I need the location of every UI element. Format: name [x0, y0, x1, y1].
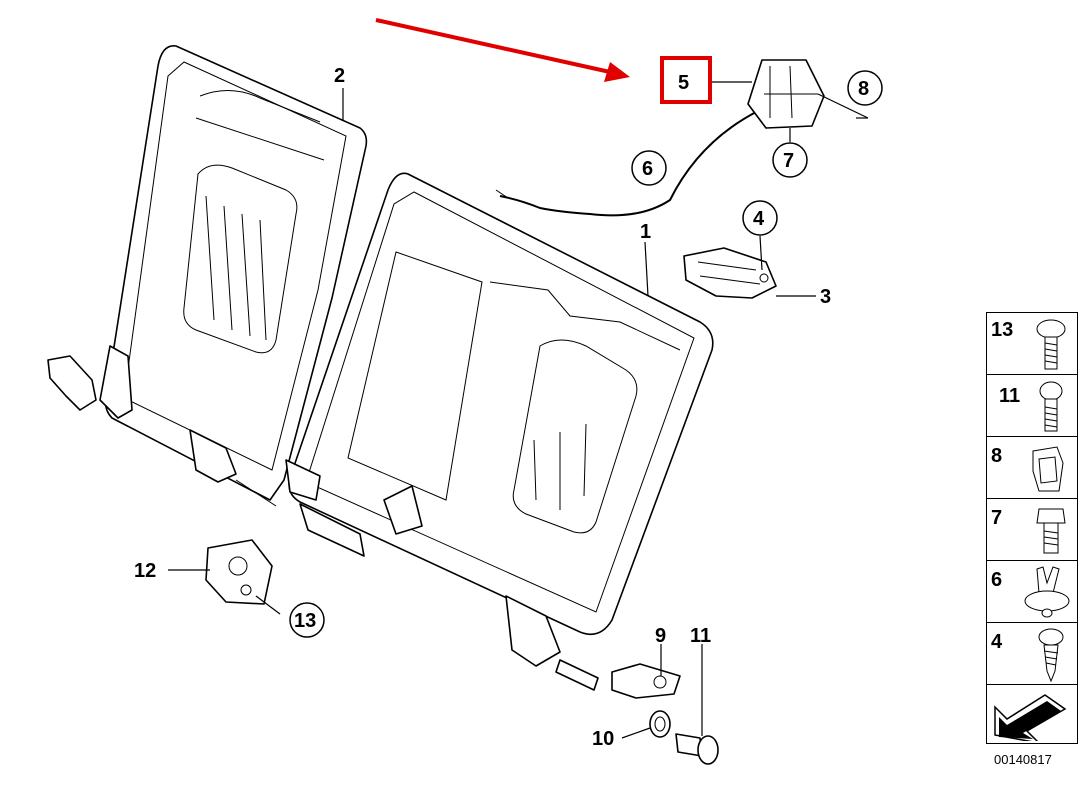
callout-9: 9	[655, 625, 666, 647]
direction-arrow-icon	[994, 694, 1067, 741]
bracket-9	[611, 663, 681, 699]
fastener-legend: 13 11 8 7 6	[986, 312, 1078, 744]
callout-3: 3	[820, 286, 831, 308]
legend-item-13: 13	[986, 312, 1078, 376]
direction-arrow-box	[986, 684, 1078, 744]
lock-housing	[747, 59, 825, 129]
seat-back-frame-left	[47, 45, 368, 507]
bolt-icon	[1039, 381, 1063, 432]
callout-4: 4	[753, 208, 765, 230]
callout-5: 5	[678, 72, 689, 94]
screw-icon	[1036, 319, 1066, 370]
push-clip-icon	[1024, 566, 1070, 618]
callout-12: 12	[134, 560, 156, 582]
catalog-number: 00140817	[994, 752, 1052, 767]
legend-item-11: 11	[986, 374, 1078, 438]
leader-lines	[168, 81, 869, 739]
callout-8: 8	[858, 78, 869, 100]
hex-bolt-icon	[1036, 508, 1066, 554]
washer-10	[649, 710, 671, 738]
seat-back-frame-main	[285, 172, 714, 691]
highlight-box	[660, 56, 712, 104]
callout-11: 11	[690, 625, 711, 647]
callout-7: 7	[783, 150, 794, 172]
legend-label: 6	[991, 569, 1003, 591]
legend-item-6: 6	[986, 560, 1078, 624]
bolt-11	[675, 733, 719, 765]
callout-1: 1	[640, 221, 651, 243]
legend-label: 4	[991, 631, 1003, 653]
legend-label: 8	[991, 445, 1003, 467]
callout-6: 6	[642, 158, 653, 180]
tapping-screw-icon	[1038, 628, 1064, 683]
callout-10: 10	[592, 728, 614, 750]
legend-label: 13	[991, 319, 1014, 341]
legend-item-8: 8	[986, 436, 1078, 500]
callout-13: 13	[294, 610, 316, 632]
legend-label: 11	[999, 385, 1021, 407]
legend-item-4: 4	[986, 622, 1078, 686]
release-cable	[495, 109, 761, 217]
bracket-12	[205, 539, 273, 605]
callout-2: 2	[334, 65, 345, 87]
legend-item-7: 7	[986, 498, 1078, 562]
clip-nut-icon	[1032, 446, 1064, 492]
latch-assembly	[683, 247, 777, 299]
legend-label: 7	[991, 507, 1003, 529]
highlight-arrow	[375, 18, 630, 82]
callout-circles	[289, 70, 883, 638]
